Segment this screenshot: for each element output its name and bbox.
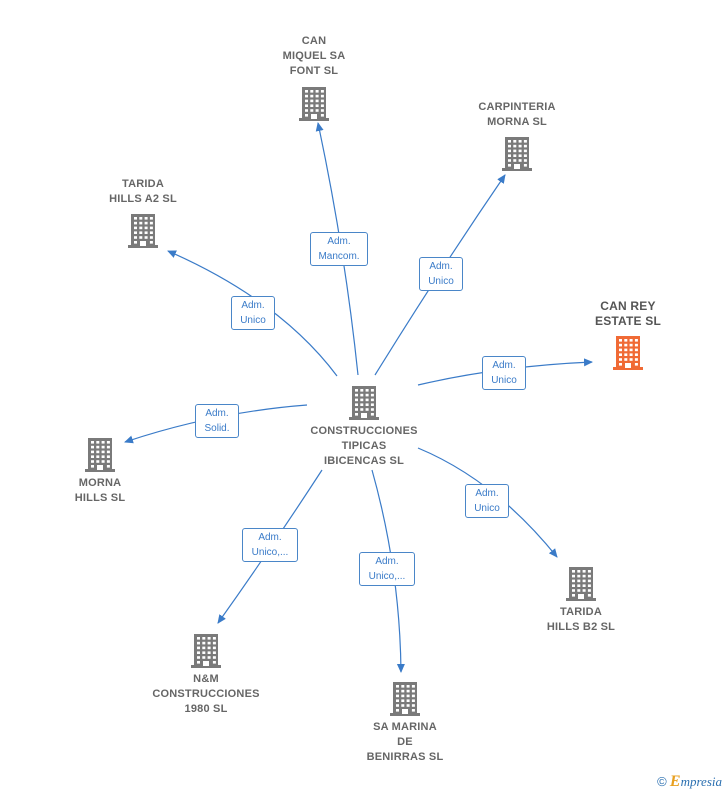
edge-label-can-rey: Adm. Unico	[482, 356, 526, 390]
company-node-sa-marina[interactable]: SA MARINA DE BENIRRAS SL	[353, 680, 457, 765]
building-icon	[390, 682, 420, 716]
center-company-node[interactable]: CONSTRUCCIONES TIPICAS IBICENCAS SL	[296, 384, 432, 469]
building-icon	[299, 87, 329, 121]
company-label: TARIDA HILLS B2 SL	[546, 606, 616, 633]
company-label: MORNA HILLS SL	[74, 477, 126, 504]
company-label: CARPINTERIA MORNA SL	[478, 101, 556, 128]
edge-label-sa-marina: Adm. Unico,...	[359, 552, 415, 586]
building-icon	[566, 567, 596, 601]
company-node-tarida-b2[interactable]: TARIDA HILLS B2 SL	[531, 565, 631, 635]
edge-label-tarida-a2: Adm. Unico	[231, 296, 275, 330]
company-label: TARIDA HILLS A2 SL	[109, 178, 177, 205]
edge-label-carpinteria: Adm. Unico	[419, 257, 463, 291]
center-company-label: CONSTRUCCIONES TIPICAS IBICENCAS SL	[310, 425, 418, 467]
company-label: N&M CONSTRUCCIONES 1980 SL	[152, 673, 260, 715]
company-node-can-rey[interactable]: CAN REY ESTATE SL	[578, 299, 678, 370]
edge-label-morna-hills: Adm. Solid.	[195, 404, 239, 438]
building-icon	[128, 214, 158, 248]
brand-footer: © Empresia	[657, 773, 722, 791]
building-icon	[85, 438, 115, 472]
copyright-symbol: ©	[657, 774, 667, 789]
company-node-nm[interactable]: N&M CONSTRUCCIONES 1980 SL	[146, 632, 266, 717]
edge-label-tarida-b2: Adm. Unico	[465, 484, 509, 518]
company-label: CAN MIQUEL SA FONT SL	[282, 35, 346, 77]
building-icon	[191, 634, 221, 668]
building-icon	[502, 137, 532, 171]
company-node-tarida-a2[interactable]: TARIDA HILLS A2 SL	[93, 177, 193, 248]
company-node-can-miquel[interactable]: CAN MIQUEL SA FONT SL	[264, 34, 364, 121]
building-icon	[613, 336, 643, 370]
edge-label-can-miquel: Adm. Mancom.	[310, 232, 368, 266]
brand-logo-text: mpresia	[680, 774, 722, 789]
edge-label-nm: Adm. Unico,...	[242, 528, 298, 562]
company-node-morna-hills[interactable]: MORNA HILLS SL	[50, 436, 150, 506]
building-icon	[349, 386, 379, 420]
company-label: SA MARINA DE BENIRRAS SL	[366, 721, 444, 763]
company-label: CAN REY ESTATE SL	[594, 299, 662, 328]
brand-logo-initial: E	[669, 773, 681, 790]
company-node-carpinteria[interactable]: CARPINTERIA MORNA SL	[462, 100, 572, 171]
